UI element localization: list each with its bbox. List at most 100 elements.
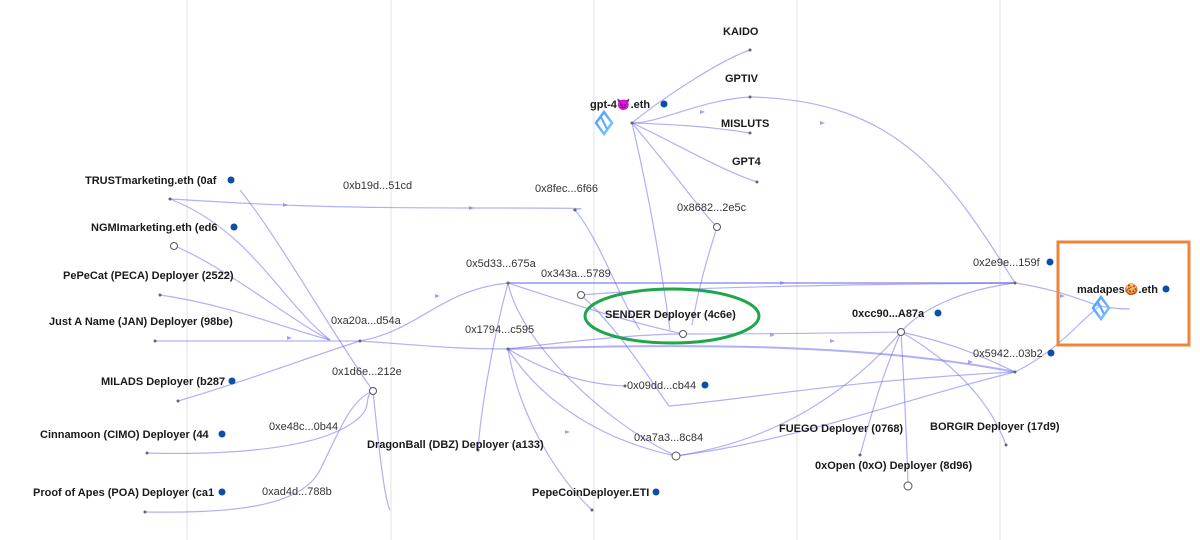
node-label[interactable]: Proof of Apes (POA) Deployer (ca1 bbox=[33, 487, 214, 499]
node-label[interactable]: BORGIR Deployer (17d9) bbox=[930, 421, 1060, 433]
edge[interactable] bbox=[507, 348, 593, 511]
info-dot[interactable] bbox=[227, 176, 235, 184]
info-dot[interactable] bbox=[1047, 349, 1055, 357]
node-gptiv[interactable] bbox=[748, 95, 752, 99]
edge[interactable] bbox=[239, 189, 374, 392]
node-a7a3[interactable] bbox=[671, 451, 681, 461]
node-5d33[interactable] bbox=[506, 281, 510, 285]
edge[interactable] bbox=[159, 294, 331, 341]
node-label[interactable]: 0x09dd...cb44 bbox=[627, 380, 696, 392]
edge[interactable] bbox=[631, 122, 751, 134]
node-label[interactable]: 0x5d33...675a bbox=[466, 258, 537, 270]
node-gpt4eth[interactable] bbox=[630, 121, 634, 125]
node-jan[interactable] bbox=[153, 339, 157, 343]
node-poa[interactable] bbox=[143, 510, 147, 514]
node-dbz[interactable] bbox=[476, 448, 480, 452]
node-misluts[interactable] bbox=[748, 131, 752, 135]
node-trust[interactable] bbox=[168, 197, 172, 201]
edge[interactable] bbox=[580, 294, 670, 407]
node-1794[interactable] bbox=[506, 347, 510, 351]
edge[interactable] bbox=[631, 122, 758, 183]
edge[interactable] bbox=[174, 245, 331, 341]
info-dot[interactable] bbox=[652, 488, 660, 496]
edge[interactable] bbox=[1099, 305, 1131, 310]
edge[interactable] bbox=[631, 49, 751, 124]
edge[interactable] bbox=[507, 348, 677, 457]
node-sender[interactable] bbox=[679, 330, 687, 338]
edge[interactable] bbox=[900, 331, 909, 486]
node-label[interactable]: madapes🍪.eth bbox=[1077, 283, 1158, 296]
node-fuego[interactable] bbox=[858, 453, 862, 457]
edge[interactable] bbox=[691, 226, 718, 326]
node-label[interactable]: GPTIV bbox=[725, 73, 759, 85]
node-label[interactable]: 0xa7a3...8c84 bbox=[634, 432, 703, 444]
node-ngmi[interactable] bbox=[170, 242, 178, 250]
node-pepecat[interactable] bbox=[158, 293, 162, 297]
edge[interactable] bbox=[900, 331, 1016, 373]
edge[interactable] bbox=[631, 122, 671, 331]
node-343a[interactable] bbox=[577, 291, 585, 299]
edge[interactable] bbox=[900, 331, 1007, 446]
node-label[interactable]: 0xa20a...d54a bbox=[331, 315, 402, 327]
edge[interactable] bbox=[675, 331, 902, 457]
edge[interactable] bbox=[631, 96, 751, 124]
node-label[interactable]: TRUSTmarketing.eth (0af bbox=[85, 175, 217, 187]
node-1d6e[interactable] bbox=[369, 387, 377, 395]
info-dot[interactable] bbox=[934, 309, 942, 317]
node-2e9e[interactable] bbox=[1013, 281, 1017, 285]
node-label[interactable]: 0x343a...5789 bbox=[541, 268, 611, 280]
edge[interactable] bbox=[144, 390, 374, 513]
edge[interactable] bbox=[169, 198, 582, 211]
node-cc90[interactable] bbox=[897, 328, 905, 336]
node-label[interactable]: 0xe48c...0b44 bbox=[269, 421, 338, 433]
node-label[interactable]: MILADS Deployer (b287 bbox=[101, 376, 225, 388]
edge[interactable] bbox=[507, 348, 626, 387]
node-label[interactable]: Cinnamoon (CIMO) Deployer (44 bbox=[40, 429, 210, 441]
node-a20a[interactable] bbox=[358, 339, 362, 343]
edge[interactable] bbox=[574, 209, 641, 331]
node-label[interactable]: GPT4 bbox=[732, 156, 762, 168]
node-label[interactable]: 0x8682...2e5c bbox=[677, 202, 747, 214]
info-dot[interactable] bbox=[1162, 285, 1170, 293]
node-5942[interactable] bbox=[1013, 370, 1017, 374]
node-label[interactable]: FUEGO Deployer (0768) bbox=[779, 423, 903, 435]
node-label[interactable]: KAIDO bbox=[723, 26, 759, 38]
node-label[interactable]: 0x5942...03b2 bbox=[973, 348, 1043, 360]
node-label[interactable]: 0xad4d...788b bbox=[262, 486, 332, 498]
edge[interactable] bbox=[359, 340, 509, 350]
edge[interactable] bbox=[749, 96, 1016, 284]
info-dot[interactable] bbox=[228, 377, 236, 385]
edge[interactable] bbox=[507, 333, 684, 350]
info-dot[interactable] bbox=[230, 223, 238, 231]
node-label[interactable]: 0x1d6e...212e bbox=[332, 366, 402, 378]
edge[interactable] bbox=[1014, 305, 1101, 373]
node-0xopen[interactable] bbox=[903, 481, 913, 491]
edge[interactable] bbox=[507, 282, 677, 457]
node-label[interactable]: 0x2e9e...159f bbox=[973, 257, 1041, 269]
node-label[interactable]: gpt-4😈.eth bbox=[590, 98, 650, 111]
info-dot[interactable] bbox=[218, 488, 226, 496]
node-milads[interactable] bbox=[176, 399, 180, 403]
edge[interactable] bbox=[477, 282, 509, 451]
info-dot[interactable] bbox=[1046, 258, 1054, 266]
info-dot[interactable] bbox=[701, 381, 709, 389]
node-label[interactable]: PePeCat (PECA) Deployer (2522) bbox=[63, 270, 234, 282]
edge[interactable] bbox=[359, 282, 509, 342]
node-label[interactable]: SENDER Deployer (4c6e) bbox=[605, 309, 736, 321]
node-label[interactable]: PepeCoinDeployer.ETI bbox=[532, 487, 649, 499]
edge[interactable] bbox=[675, 371, 1016, 457]
edge[interactable] bbox=[859, 331, 902, 456]
edge[interactable] bbox=[682, 331, 902, 335]
edge[interactable] bbox=[169, 198, 331, 341]
node-pepecoin[interactable] bbox=[590, 508, 594, 512]
node-8fec[interactable] bbox=[573, 208, 577, 212]
node-label[interactable]: NGMImarketing.eth (ed6 bbox=[91, 222, 218, 234]
node-label[interactable]: 0xcc90...A87a bbox=[852, 308, 925, 320]
node-cimo[interactable] bbox=[145, 451, 149, 455]
node-gpt4[interactable] bbox=[755, 180, 759, 184]
node-09dd[interactable] bbox=[623, 384, 627, 388]
edge[interactable] bbox=[580, 282, 1016, 296]
node-label[interactable]: DragonBall (DBZ) Deployer (a133) bbox=[367, 439, 544, 451]
edge[interactable] bbox=[146, 390, 374, 455]
node-borgir[interactable] bbox=[1004, 443, 1008, 447]
